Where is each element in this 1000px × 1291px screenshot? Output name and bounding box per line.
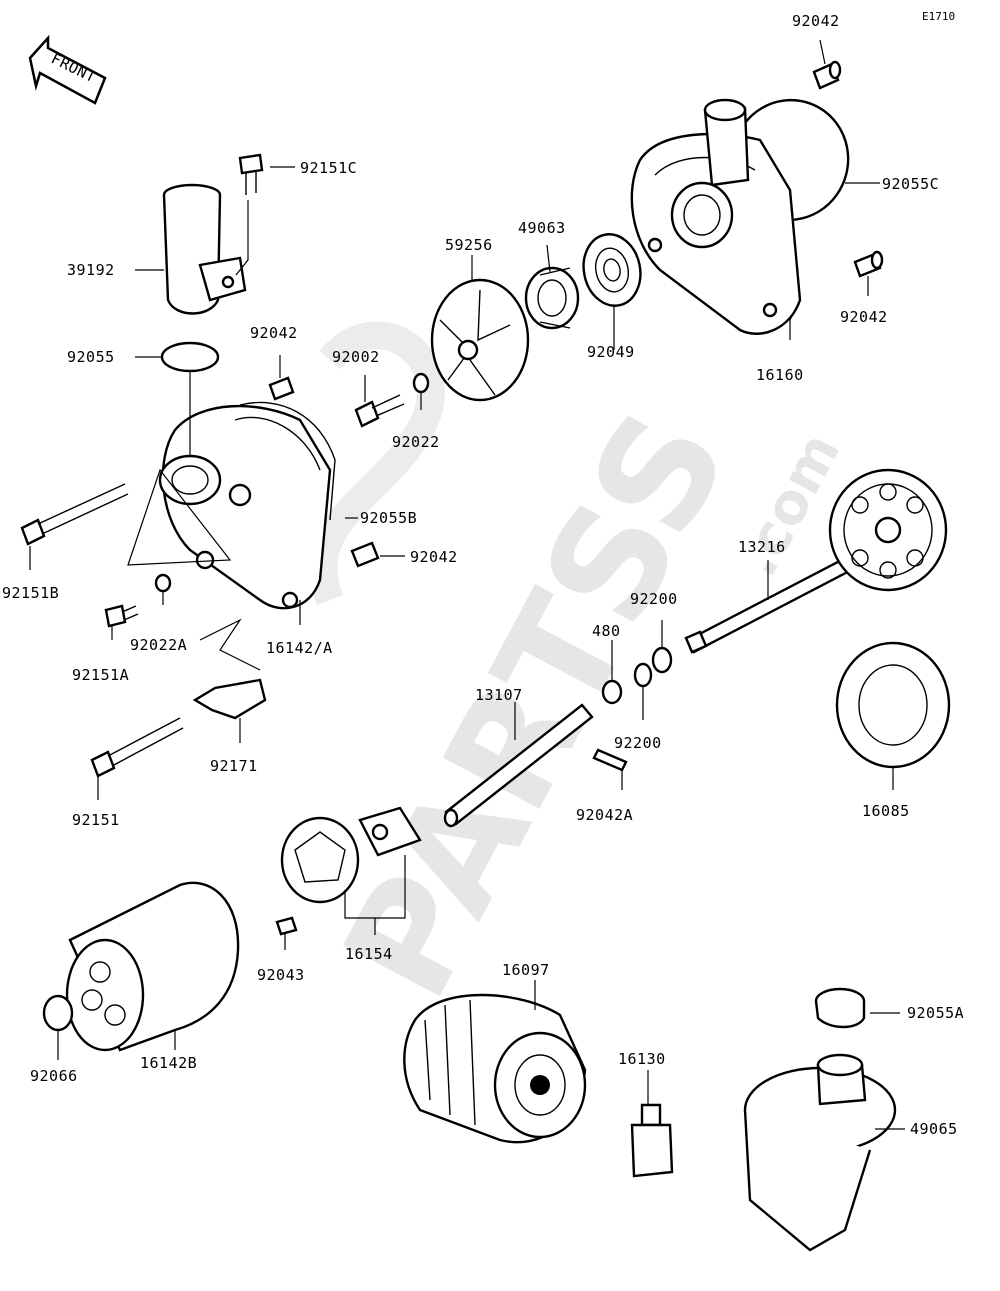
pump-cover-16160 — [630, 98, 802, 335]
label-92151A: 92151A — [72, 666, 129, 684]
oil-pressure-fitting-16130 — [630, 1103, 674, 1178]
label-49063: 49063 — [518, 219, 566, 237]
oil-filter-16097 — [403, 993, 587, 1144]
label-92200-upper: 92200 — [630, 590, 678, 608]
label-92066: 92066 — [30, 1067, 78, 1085]
dowel-pin-92042-top — [812, 60, 842, 90]
dowel-pin-92042-lower — [350, 541, 380, 568]
water-pipe-39192 — [162, 183, 247, 315]
label-92171: 92171 — [210, 757, 258, 775]
label-92022: 92022 — [392, 433, 440, 451]
label-92042-mid: 92042 — [250, 324, 298, 342]
shaft-13107 — [443, 703, 594, 828]
dowel-pin-92042-mid — [268, 376, 295, 401]
front-arrow-icon: FRONT — [28, 34, 107, 105]
label-92055B: 92055B — [360, 509, 417, 527]
pin-92043 — [275, 916, 298, 936]
label-49065: 49065 — [910, 1120, 958, 1138]
label-92042-right: 92042 — [840, 308, 888, 326]
diagram-code: E1710 — [922, 10, 955, 23]
label-92042A: 92042A — [576, 806, 633, 824]
bolt-92151A — [104, 604, 139, 628]
washer-92022 — [412, 372, 430, 394]
part-labels: 92042 92055C 92042 16160 49063 92049 592… — [2, 12, 964, 1138]
label-16142B: 16142B — [140, 1054, 197, 1072]
label-13107: 13107 — [475, 686, 523, 704]
washer-92200-a — [651, 646, 673, 674]
o-ring-92055 — [160, 341, 220, 373]
oil-pump-body-16142B — [65, 881, 240, 1052]
washer-92022A — [154, 573, 172, 593]
bolt-92151B — [20, 483, 129, 546]
label-92049: 92049 — [587, 343, 635, 361]
bolt-92151 — [90, 717, 184, 778]
oil-strainer-49065 — [743, 1053, 897, 1252]
bolt-92002 — [354, 394, 405, 428]
label-16160: 16160 — [756, 366, 804, 384]
clamp-92171 — [192, 678, 267, 720]
label-39192: 39192 — [67, 261, 115, 279]
label-480: 480 — [592, 622, 621, 640]
label-92002: 92002 — [332, 348, 380, 366]
label-92151B: 92151B — [2, 584, 59, 602]
bearing-92049 — [582, 233, 642, 307]
gear-16085 — [835, 641, 951, 769]
label-59256: 59256 — [445, 236, 493, 254]
label-16130: 16130 — [618, 1050, 666, 1068]
label-92055A: 92055A — [907, 1004, 964, 1022]
impeller-59256 — [430, 278, 530, 402]
dowel-pin-92042-right — [853, 250, 884, 278]
pump-housing-16142A — [158, 404, 332, 610]
label-92043: 92043 — [257, 966, 305, 984]
mechanical-seal-49063 — [524, 266, 580, 330]
bolt-92151C — [238, 153, 264, 195]
label-16142A: 16142/A — [266, 639, 333, 657]
label-16097: 16097 — [502, 961, 550, 979]
label-92200-lower: 92200 — [614, 734, 662, 752]
label-92151: 92151 — [72, 811, 120, 829]
label-92022A: 92022A — [130, 636, 187, 654]
label-92042-lower: 92042 — [410, 548, 458, 566]
leader-lines — [29, 39, 905, 1130]
label-16085: 16085 — [862, 802, 910, 820]
label-92042-top: 92042 — [792, 12, 840, 30]
watermark-swoosh — [309, 321, 445, 605]
seal-92066 — [42, 994, 74, 1032]
label-92055: 92055 — [67, 348, 115, 366]
oil-pump-rotor-16154 — [280, 806, 422, 904]
o-ring-92055A — [814, 987, 866, 1029]
pump-shaft-gear-13216 — [684, 468, 948, 654]
gasket-92055B — [239, 401, 336, 521]
label-92151C: 92151C — [300, 159, 357, 177]
washer-92200-b — [633, 662, 653, 688]
label-13216: 13216 — [738, 538, 786, 556]
circlip-480 — [601, 679, 623, 705]
label-92055C: 92055C — [882, 175, 939, 193]
label-16154: 16154 — [345, 945, 393, 963]
